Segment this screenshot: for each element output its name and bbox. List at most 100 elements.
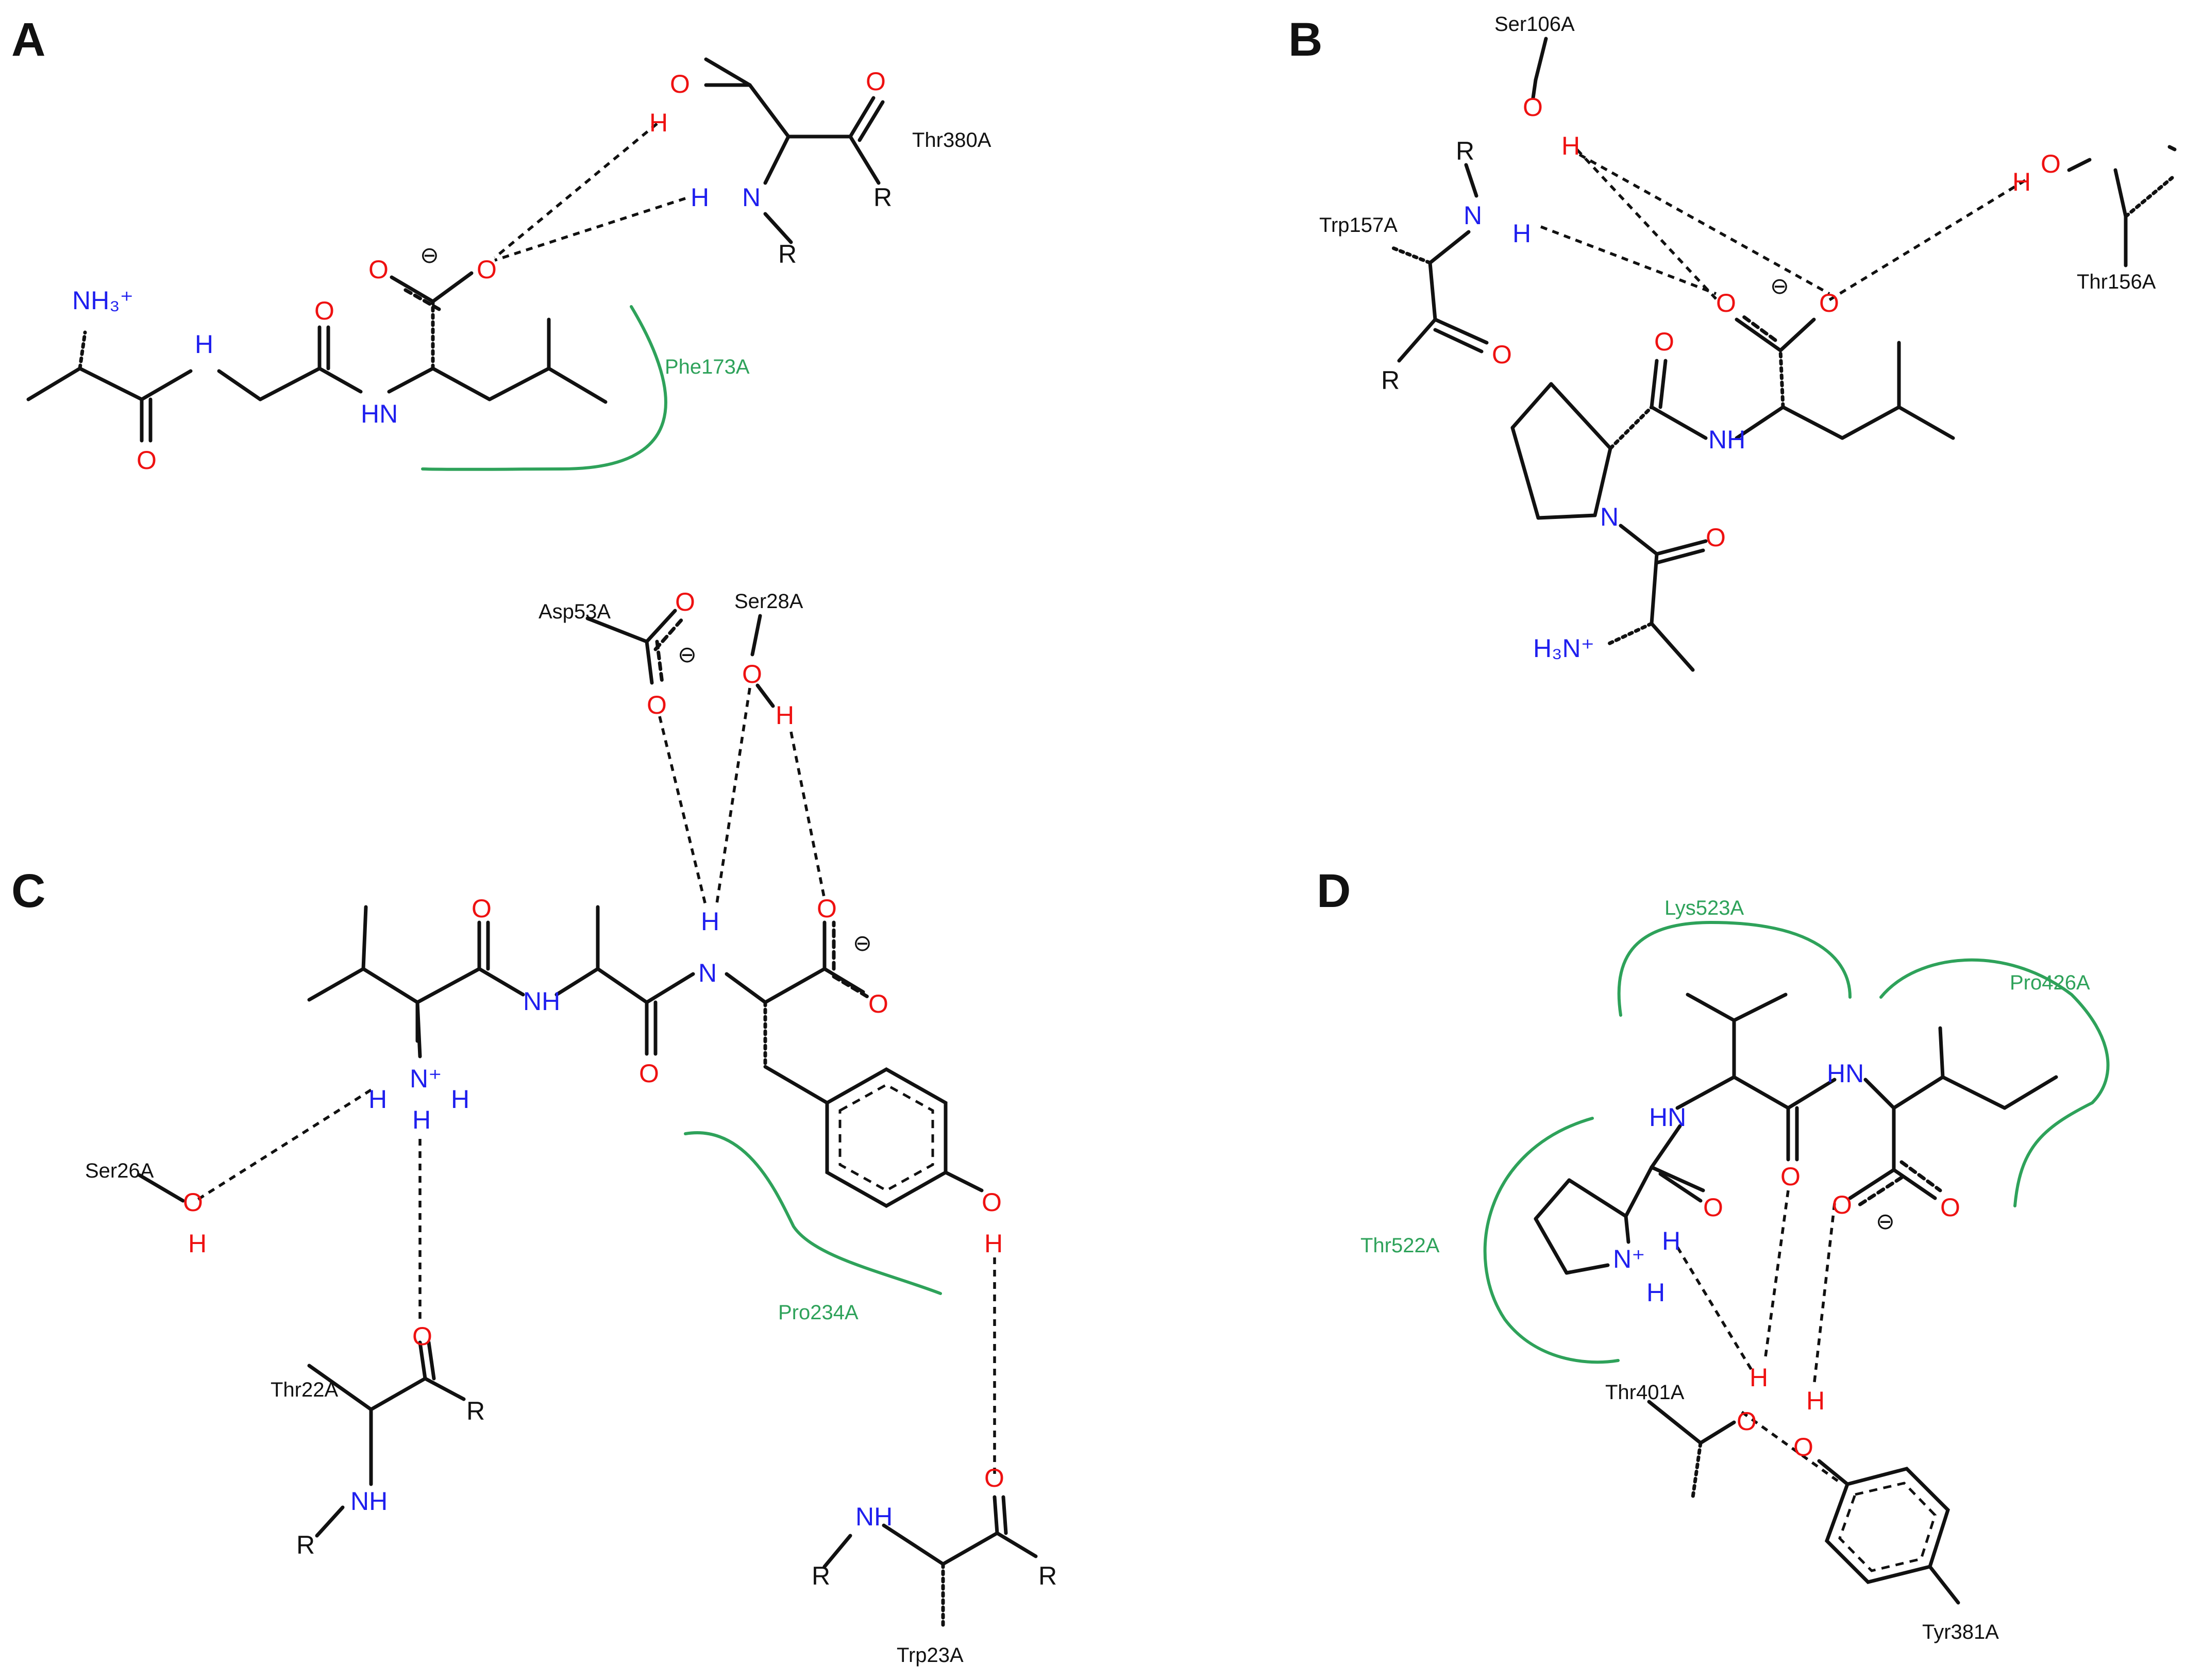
atom-h-tyr: H bbox=[1806, 1386, 1825, 1415]
atom-oc1: O bbox=[1832, 1190, 1852, 1219]
atom-h-a: H bbox=[1662, 1227, 1680, 1255]
atom-oc2: O bbox=[1819, 289, 1839, 317]
residue-label-trp: Trp157A bbox=[1319, 214, 1398, 237]
atom-oc2: O bbox=[868, 989, 888, 1018]
atom-oc1: O bbox=[368, 255, 389, 284]
panel-a-letter: A bbox=[11, 13, 45, 66]
residue-label-ser: Ser106A bbox=[1494, 13, 1575, 36]
atom-h-trp: H bbox=[1512, 219, 1531, 248]
panel-d-hydrophobic-contact-pro426 bbox=[1879, 958, 2110, 1207]
panel-a-hbonds bbox=[494, 122, 686, 262]
atom-o-ser28: O bbox=[742, 660, 762, 688]
atom-nh: NH bbox=[1708, 425, 1745, 454]
atom-h-ser: H bbox=[1561, 131, 1580, 160]
atom-o1: O bbox=[137, 446, 157, 475]
atom-o-thr: O bbox=[2041, 149, 2061, 178]
residue-label-asp53: Asp53A bbox=[539, 600, 611, 623]
panel-a-bonds bbox=[26, 57, 885, 443]
atom-r-trp2: R bbox=[1038, 1561, 1057, 1590]
atom-nh-thr: NH bbox=[350, 1487, 388, 1516]
atom-n-nh: N bbox=[742, 183, 761, 212]
atom-h-b: H bbox=[1646, 1278, 1665, 1307]
panel-b: B bbox=[1288, 13, 2177, 672]
panel-d-hydrophobic-contact-thr522 bbox=[1483, 1117, 1620, 1364]
residue-label-thr: Thr156A bbox=[2077, 271, 2156, 293]
atom-r-trp: R bbox=[1456, 137, 1474, 165]
atom-n: N bbox=[698, 959, 717, 987]
panel-d: D bbox=[1317, 865, 2110, 1643]
atom-h-thr: H bbox=[649, 108, 668, 137]
atom-r-thr2: R bbox=[296, 1531, 315, 1559]
atom-oc1: O bbox=[817, 894, 837, 923]
atom-h-n: H bbox=[701, 907, 719, 936]
atom-o1: O bbox=[1654, 327, 1674, 356]
atom-o1: O bbox=[1780, 1162, 1801, 1191]
atom-n-trp: N bbox=[1464, 201, 1482, 230]
atom-nh: NH bbox=[523, 987, 560, 1016]
hydrophobic-label-pro426: Pro426A bbox=[2010, 971, 2090, 994]
atom-hn2: HN bbox=[1827, 1059, 1864, 1088]
atom-h-thr: H bbox=[2012, 167, 2031, 196]
asp-charge: ⊖ bbox=[678, 642, 697, 667]
panel-c-hydrophobic-contact bbox=[684, 1131, 942, 1295]
panel-c-hbonds bbox=[195, 687, 996, 1474]
atom-o-trp: O bbox=[1492, 340, 1512, 369]
atom-h-nh: H bbox=[691, 183, 709, 212]
charge-minus: ⊖ bbox=[853, 931, 872, 956]
atom-o1: O bbox=[472, 894, 492, 923]
panel-d-atoms: HN HN O O N⁺ H H O O ⊖ H O H O bbox=[1613, 1059, 1960, 1461]
panel-c-letter: C bbox=[11, 865, 45, 917]
atom-nh1: H bbox=[195, 330, 213, 359]
atom-o2: O bbox=[1703, 1193, 1723, 1222]
atom-o-thr: O bbox=[1737, 1407, 1757, 1436]
atom-r2: R bbox=[778, 240, 797, 268]
atom-r-trp1: R bbox=[812, 1561, 830, 1590]
atom-o-thr: O bbox=[412, 1322, 432, 1351]
atom-nh-trp: NH bbox=[855, 1502, 893, 1531]
hydrophobic-label: Phe173A bbox=[665, 356, 750, 378]
panel-d-bonds bbox=[1534, 993, 2058, 1605]
atom-n-pro: N⁺ bbox=[1613, 1245, 1645, 1273]
panel-d-hbonds bbox=[1676, 1190, 1843, 1486]
atom-oc2: O bbox=[1940, 1193, 1960, 1222]
atom-oc1: O bbox=[1716, 289, 1736, 317]
atom-h-c: H bbox=[412, 1105, 431, 1134]
residue-label-tyr381: Tyr381A bbox=[1922, 1621, 1999, 1643]
charge-minus: ⊖ bbox=[1876, 1209, 1895, 1234]
atom-hn1: HN bbox=[1649, 1103, 1686, 1132]
residue-label-ser26: Ser26A bbox=[85, 1160, 154, 1182]
atom-h-ser28: H bbox=[776, 701, 794, 730]
panel-c-atoms: O O ⊖ O H O NH O N H O O ⊖ N⁺ H H H O H … bbox=[183, 587, 1057, 1590]
hydrophobic-label-lys523: Lys523A bbox=[1664, 897, 1744, 919]
atom-h-oh: H bbox=[984, 1229, 1003, 1258]
panel-a: A NH₃⁺ H H bbox=[11, 13, 991, 475]
atom-oc2: O bbox=[477, 255, 497, 284]
atom-r-trp2: R bbox=[1381, 366, 1400, 395]
atom-h-thr: H bbox=[1750, 1363, 1768, 1392]
atom-nh3: H₃N⁺ bbox=[1533, 634, 1594, 663]
atom-o-co: O bbox=[866, 67, 886, 96]
panel-d-hydrophobic-contact-lys523 bbox=[1617, 920, 1852, 1017]
panel-a-atoms: NH₃⁺ H HN O O O O ⊖ O H H N O R R bbox=[72, 67, 892, 475]
atom-o-ser: O bbox=[1523, 93, 1543, 122]
residue-label-trp23: Trp23A bbox=[897, 1644, 964, 1667]
atom-o2: O bbox=[639, 1059, 659, 1088]
atom-o-ser26: O bbox=[183, 1188, 203, 1217]
panel-a-hydrophobic-contact bbox=[421, 305, 667, 471]
panel-c-bonds bbox=[137, 609, 1038, 1631]
atom-nh3: NH₃⁺ bbox=[72, 286, 133, 315]
panel-b-hbonds bbox=[1540, 148, 2026, 303]
atom-o2: O bbox=[314, 296, 334, 325]
atom-r-thr: R bbox=[466, 1397, 485, 1425]
atom-o-trp: O bbox=[984, 1464, 1004, 1492]
atom-o-oh: O bbox=[982, 1188, 1002, 1217]
atom-o-tyr: O bbox=[1793, 1433, 1813, 1461]
residue-label-thr401: Thr401A bbox=[1605, 1381, 1685, 1404]
atom-o-thr: O bbox=[670, 70, 690, 98]
panel-b-atoms: O H R N H O R O O ⊖ O NH N O H₃N⁺ H O bbox=[1381, 93, 2061, 663]
atom-r1: R bbox=[873, 183, 892, 212]
panel-b-letter: B bbox=[1288, 13, 1322, 66]
hydrophobic-label-thr522: Thr522A bbox=[1360, 1234, 1440, 1257]
charge-minus: ⊖ bbox=[420, 243, 439, 268]
